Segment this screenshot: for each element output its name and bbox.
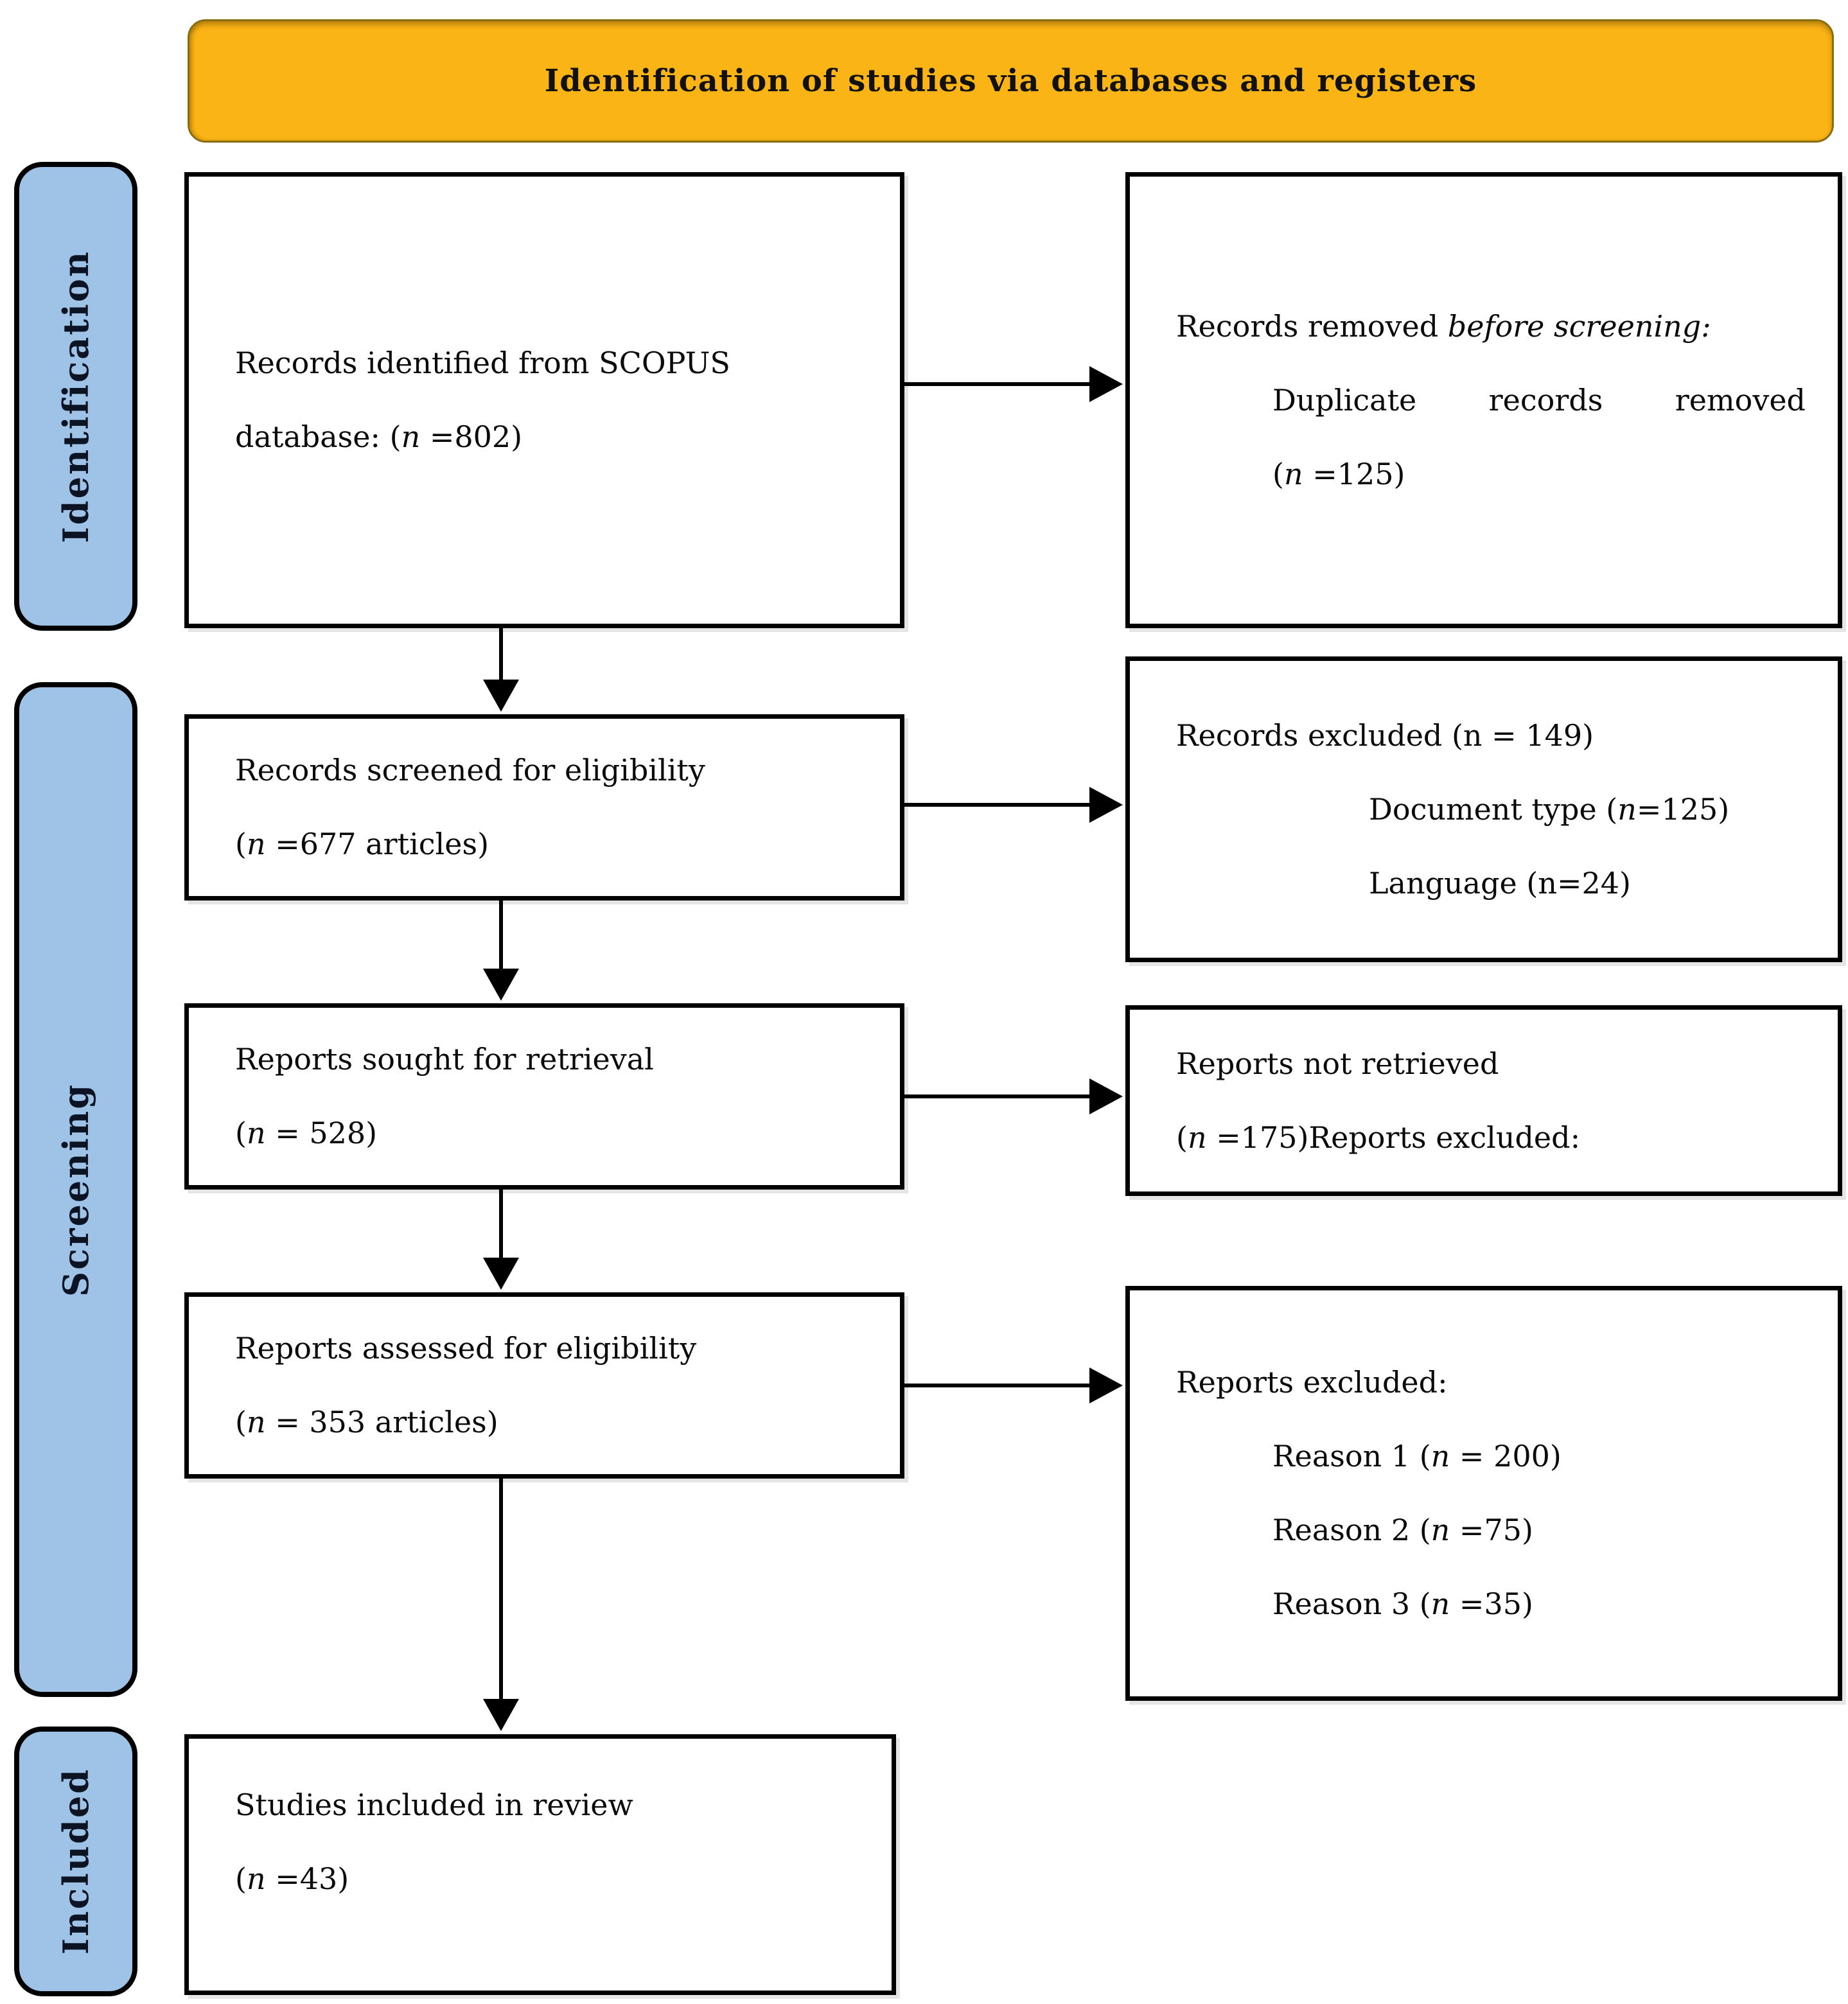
duplicate-records-count: (n =125) bbox=[1176, 437, 1815, 511]
banner-title: Identification of studies via databases … bbox=[544, 63, 1477, 99]
n-italic: n bbox=[246, 1405, 266, 1439]
n-italic: n bbox=[1187, 1120, 1207, 1155]
text-run: Reason 3 ( bbox=[1272, 1587, 1431, 1621]
duplicate-records-line: Duplicate records removed bbox=[1272, 382, 1806, 418]
stage-label-included: Included bbox=[14, 1727, 137, 1996]
text-run: =677 articles) bbox=[265, 827, 489, 861]
box-records-removed-before-screening: Records removed before screening: Duplic… bbox=[1125, 172, 1842, 628]
text-run: = 353 articles) bbox=[265, 1405, 498, 1439]
text-run: =125) bbox=[1636, 791, 1730, 827]
box-records-excluded: Records excluded (n = 149) Document type… bbox=[1125, 656, 1842, 962]
reason-3-line: Reason 3 (n =35) bbox=[1176, 1567, 1815, 1641]
text-run: = 528) bbox=[265, 1116, 378, 1150]
stage-label-identification-text: Identification bbox=[55, 249, 96, 543]
text-run: = 200) bbox=[1450, 1439, 1562, 1473]
arrowhead-down-icon bbox=[483, 1699, 519, 1731]
records-screened-line1: Records screened for eligibility bbox=[235, 753, 705, 787]
text-run: =125) bbox=[1303, 456, 1405, 491]
text-run: =175)Reports excluded: bbox=[1206, 1120, 1581, 1155]
reports-assessed-line1: Reports assessed for eligibility bbox=[235, 1331, 697, 1366]
box-studies-included: Studies included in review (n =43) bbox=[184, 1734, 896, 1995]
text-run: ( bbox=[235, 1861, 247, 1896]
arrow-identified-to-screened bbox=[499, 628, 503, 682]
reports-not-retrieved-line1: Reports not retrieved bbox=[1176, 1046, 1499, 1081]
text-run: ( bbox=[1176, 1120, 1188, 1155]
box-reports-excluded-reasons: Reports excluded: Reason 1 (n = 200) Rea… bbox=[1125, 1286, 1842, 1701]
arrowhead-right-icon bbox=[1089, 787, 1123, 823]
box-reports-assessed: Reports assessed for eligibility (n = 35… bbox=[184, 1292, 904, 1479]
arrowhead-down-icon bbox=[483, 680, 519, 712]
reports-excluded-heading: Reports excluded: bbox=[1176, 1365, 1448, 1400]
records-excluded-line1: Records excluded (n = 149) bbox=[1176, 717, 1594, 753]
text-run: =43) bbox=[265, 1861, 349, 1896]
reason-2-line: Reason 2 (n =75) bbox=[1176, 1493, 1815, 1567]
records-identified-line2: database: (n =802) bbox=[235, 400, 877, 474]
text-run: ( bbox=[235, 827, 247, 861]
text-run: ( bbox=[1272, 456, 1284, 491]
arrowhead-down-icon bbox=[483, 1258, 519, 1290]
arrowhead-right-icon bbox=[1089, 1367, 1123, 1403]
arrow-assessed-to-included bbox=[499, 1479, 503, 1700]
box-records-screened: Records screened for eligibility (n =677… bbox=[184, 714, 904, 901]
box-records-identified: Records identified from SCOPUS database:… bbox=[184, 172, 904, 628]
stage-label-identification: Identification bbox=[14, 162, 137, 631]
n-italic: n bbox=[246, 827, 266, 861]
arrowhead-down-icon bbox=[483, 969, 519, 1001]
n-italic: n bbox=[246, 1861, 266, 1896]
text-run: database: ( bbox=[235, 419, 401, 454]
text-run: Document type ( bbox=[1369, 791, 1618, 827]
reports-not-retrieved-line2: (n =175)Reports excluded: bbox=[1176, 1101, 1815, 1175]
arrow-sought-to-not-retrieved bbox=[904, 1094, 1091, 1098]
arrowhead-right-icon bbox=[1089, 366, 1123, 402]
language-line: Language (n=24) bbox=[1369, 865, 1631, 901]
arrow-sought-to-assessed bbox=[499, 1190, 503, 1259]
records-removed-line1: Records removed before screening: bbox=[1176, 290, 1815, 364]
text-run: ( bbox=[235, 1405, 247, 1439]
before-screening-italic: before screening: bbox=[1447, 308, 1711, 344]
n-italic: n bbox=[1617, 791, 1637, 827]
box-reports-sought: Reports sought for retrieval (n = 528) bbox=[184, 1003, 904, 1190]
n-italic: n bbox=[1283, 456, 1303, 491]
arrow-assessed-to-reports-excluded bbox=[904, 1384, 1091, 1387]
arrowhead-right-icon bbox=[1089, 1078, 1123, 1114]
arrow-screened-to-excluded bbox=[904, 803, 1091, 807]
text-run: =35) bbox=[1450, 1587, 1533, 1621]
records-identified-line1: Records identified from SCOPUS bbox=[235, 346, 730, 380]
text-run: Reason 2 ( bbox=[1272, 1513, 1431, 1547]
document-type-line: Document type (n=125) bbox=[1176, 773, 1815, 847]
stage-label-screening-text: Screening bbox=[55, 1082, 96, 1297]
reason-1-line: Reason 1 (n = 200) bbox=[1176, 1420, 1815, 1493]
reports-sought-line2: (n = 528) bbox=[235, 1096, 877, 1170]
arrow-identified-to-removed bbox=[904, 382, 1091, 386]
box-reports-not-retrieved: Reports not retrieved (n =175)Reports ex… bbox=[1125, 1005, 1842, 1196]
studies-included-line2: (n =43) bbox=[235, 1842, 868, 1916]
studies-included-line1: Studies included in review bbox=[235, 1788, 633, 1822]
n-italic: n bbox=[401, 419, 421, 454]
arrow-screened-to-sought bbox=[499, 901, 503, 970]
text-run: ( bbox=[235, 1116, 247, 1150]
text-run: Records removed bbox=[1176, 308, 1448, 344]
records-screened-line2: (n =677 articles) bbox=[235, 807, 877, 881]
banner-identification-of-studies: Identification of studies via databases … bbox=[188, 19, 1834, 143]
n-italic: n bbox=[246, 1116, 266, 1150]
stage-label-screening: Screening bbox=[14, 682, 137, 1697]
stage-label-included-text: Included bbox=[55, 1768, 96, 1955]
text-run: =75) bbox=[1450, 1513, 1533, 1547]
n-italic: n bbox=[1430, 1439, 1450, 1473]
reports-assessed-line2: (n = 353 articles) bbox=[235, 1385, 877, 1459]
text-run: Reason 1 ( bbox=[1272, 1439, 1431, 1473]
reports-sought-line1: Reports sought for retrieval bbox=[235, 1042, 654, 1077]
text-run: =802) bbox=[420, 419, 523, 454]
n-italic: n bbox=[1430, 1513, 1450, 1547]
n-italic: n bbox=[1430, 1587, 1450, 1621]
